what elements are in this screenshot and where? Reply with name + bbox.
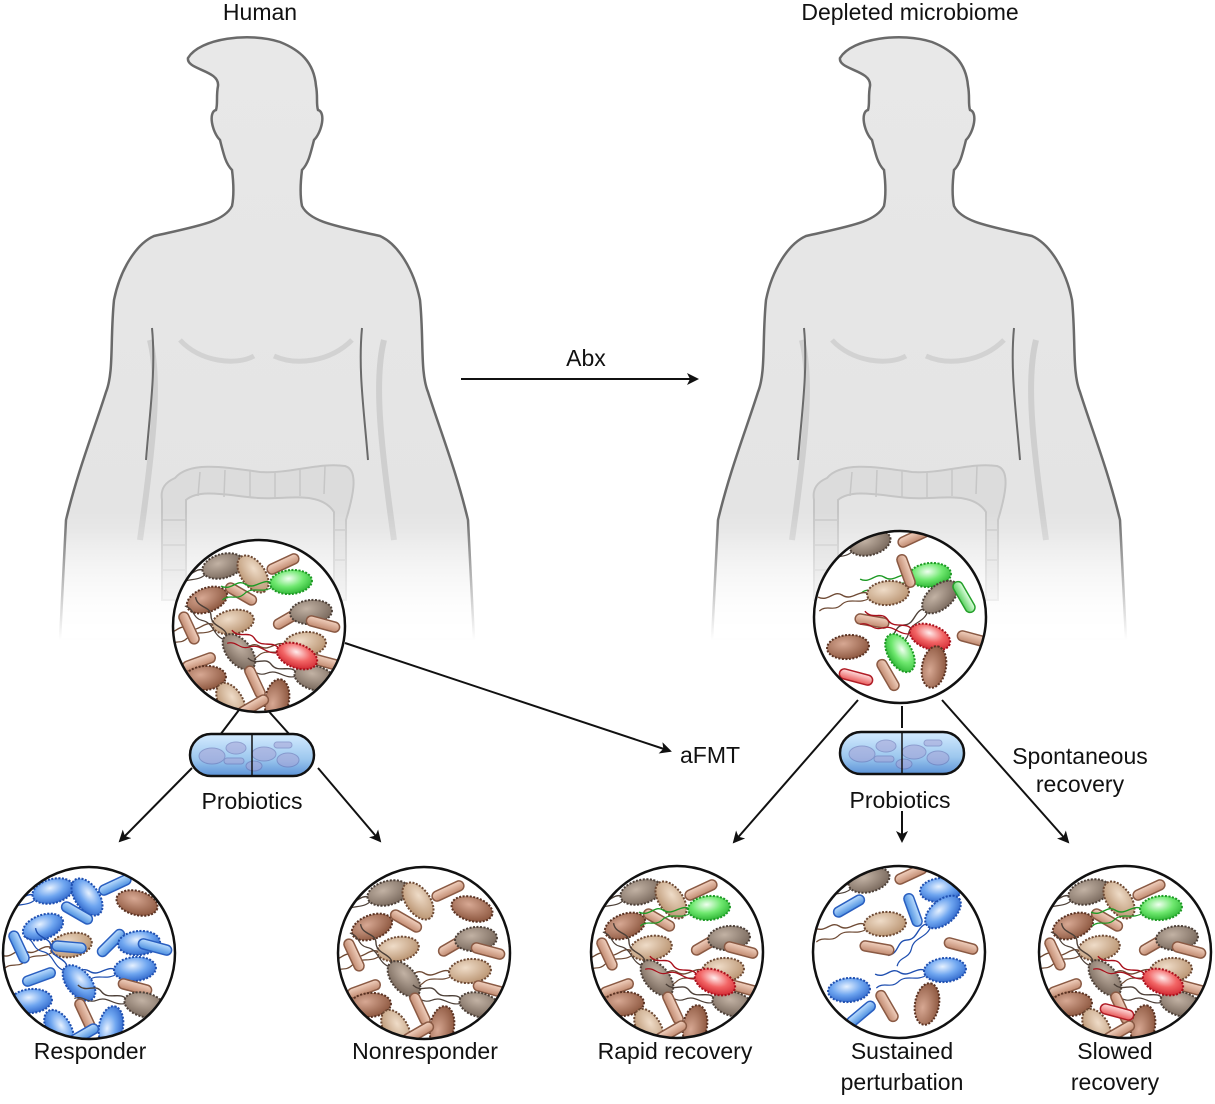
outcome-rapid-recovery: Rapid recovery: [597, 1038, 753, 1064]
outcome-nonresponder: Nonresponder: [352, 1038, 498, 1064]
rod-bacterium: [723, 941, 759, 959]
brown-bacterium: [603, 911, 647, 941]
red-bacterium: [1092, 955, 1185, 997]
outcome-sustained-line2: perturbation: [840, 1069, 964, 1095]
rodGreen-bacterium: [952, 580, 976, 614]
green-bacterium: [638, 894, 731, 927]
rod-bacterium: [859, 940, 895, 956]
rod-bacterium: [875, 989, 899, 1023]
circle-border: [811, 864, 987, 1040]
outcome-sustained-line1: Sustained: [850, 1038, 954, 1064]
green-bacterium: [884, 632, 916, 674]
red-bacterium: [859, 610, 952, 652]
circle-border: [1037, 864, 1213, 1040]
outcome-responder: Responder: [33, 1038, 147, 1064]
afmt-arrow: [344, 642, 672, 754]
title-human: Human: [222, 0, 298, 25]
rodBlue-bacterium: [51, 940, 87, 954]
circle-border: [171, 538, 347, 714]
left-branch-line-left: [219, 705, 243, 736]
circle-border: [336, 865, 512, 1041]
circle-border: [1, 865, 177, 1041]
probiotic-capsule-left: [188, 732, 316, 778]
probiotics-label-left: Probiotics: [201, 788, 303, 814]
tan-bacterium: [814, 910, 907, 943]
rod-bacterium: [1090, 908, 1124, 932]
rod-bacterium: [596, 937, 618, 971]
tan-bacterium: [591, 934, 673, 973]
rod-bacterium: [343, 938, 365, 972]
rodBlue-bacterium: [60, 901, 94, 925]
rod-bacterium: [1171, 941, 1207, 959]
outcome-slowed-line2: recovery: [1070, 1069, 1160, 1095]
rodBlue-bacterium: [137, 938, 173, 956]
outcome-circle-nonresponder: [336, 865, 512, 1041]
rod-bacterium: [896, 553, 916, 589]
tan-bacterium: [401, 881, 435, 921]
outcome-slowed-line1: Slowed: [1077, 1038, 1153, 1064]
red-bacterium: [644, 955, 737, 997]
afmt-label: aFMT: [680, 742, 741, 768]
blue-bacterium: [874, 956, 967, 989]
spontaneous-recovery-label-line1: Spontaneous: [1012, 743, 1148, 769]
rod-bacterium: [178, 611, 200, 645]
rodBlue-bacterium: [8, 930, 30, 964]
circle-border: [589, 864, 765, 1040]
arrow-to-slowed-recovery: [941, 699, 1070, 844]
outcome-circle-sustained: [811, 864, 987, 1040]
blue-bacterium: [64, 955, 157, 988]
brown-bacterium: [115, 889, 159, 917]
circle-border: [812, 529, 988, 705]
outcome-circle-slowed-recovery: [1037, 864, 1213, 1040]
blue-bacterium: [70, 877, 104, 917]
rod-bacterium: [389, 909, 423, 933]
spontaneous-recovery-label-line2: recovery: [1035, 771, 1125, 797]
rod-bacterium: [1132, 879, 1166, 901]
rod-bacterium: [1044, 937, 1066, 971]
abx-label: Abx: [566, 345, 606, 371]
title-depleted-microbiome: Depleted microbiome: [801, 0, 1019, 25]
rodBlue-bacterium: [832, 894, 866, 918]
blue-bacterium: [827, 976, 871, 1004]
red-bacterium: [226, 629, 319, 671]
tan-bacterium: [817, 579, 910, 612]
rodRed-bacterium: [838, 668, 874, 686]
green-bacterium: [1090, 894, 1183, 927]
blue-bacterium: [887, 894, 962, 967]
arrow-to-responder: [118, 767, 193, 843]
tan-bacterium: [399, 957, 492, 990]
rod-bacterium: [876, 658, 900, 692]
rod-bacterium: [305, 615, 341, 633]
rod-bacterium: [684, 879, 718, 901]
brown-bacterium: [826, 633, 870, 661]
rodBlue-bacterium: [66, 1023, 100, 1039]
rod-bacterium: [266, 553, 300, 575]
probiotics-label-right: Probiotics: [849, 787, 951, 813]
green-bacterium: [220, 568, 313, 601]
rodBlue-bacterium: [903, 892, 923, 928]
rod-bacterium: [431, 880, 465, 902]
rodBlue-bacterium: [21, 967, 57, 987]
microbiome-circle-human: [171, 538, 347, 714]
rod-bacterium: [642, 908, 676, 932]
rod-bacterium: [943, 937, 979, 955]
arrow-to-nonresponder: [317, 767, 382, 843]
rod-bacterium: [470, 942, 506, 960]
probiotic-capsule-right: [838, 730, 966, 776]
brown-bacterium: [1051, 911, 1095, 941]
outcome-circle-responder: [1, 865, 177, 1041]
rod-bacterium: [224, 582, 258, 606]
outcome-circle-rapid-recovery: [589, 864, 765, 1040]
arrow-to-rapid-recovery: [732, 699, 859, 844]
rodRed-bacterium: [1099, 1003, 1135, 1021]
microbiome-circle-depleted: [812, 529, 988, 705]
blue-bacterium: [24, 927, 97, 1002]
